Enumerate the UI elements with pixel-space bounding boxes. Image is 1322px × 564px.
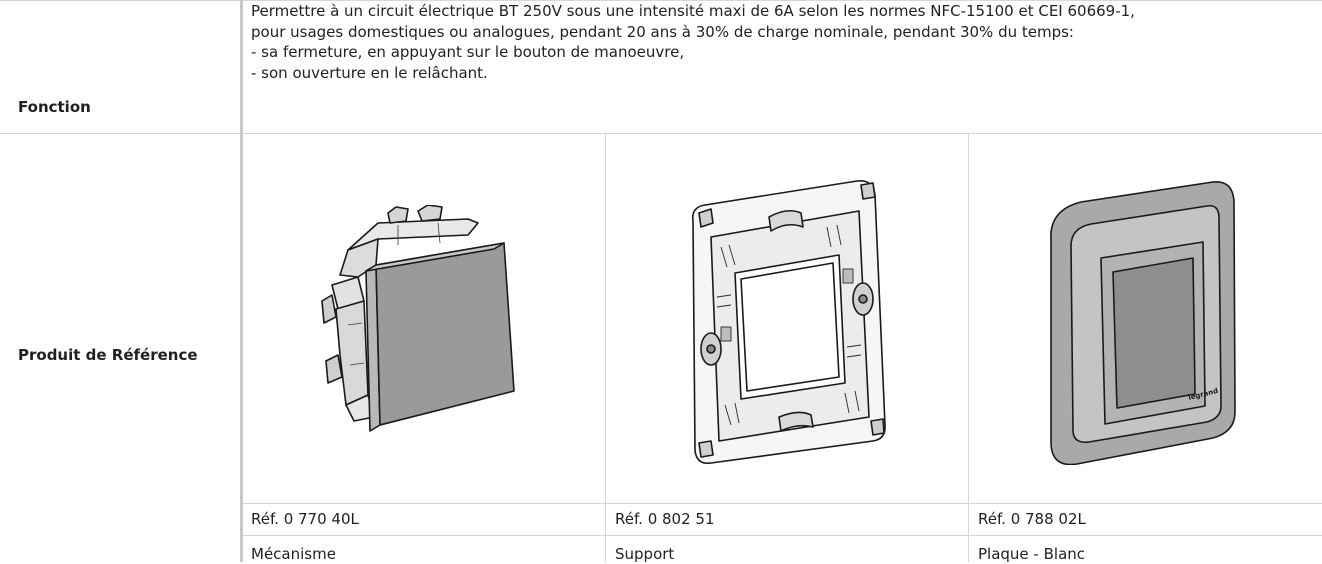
table-top-border xyxy=(0,0,1322,1)
column-divider-3 xyxy=(968,134,969,562)
fonction-line-2: pour usages domestiques ou analogues, pe… xyxy=(251,22,1074,41)
ref-mechanism: Réf. 0 770 40L xyxy=(251,510,359,528)
name-row-divider xyxy=(243,535,1322,536)
label-column-divider xyxy=(240,0,243,562)
column-divider-2 xyxy=(605,134,606,562)
produit-label: Produit de Référence xyxy=(18,346,198,364)
name-mechanism: Mécanisme xyxy=(251,545,336,563)
fonction-label: Fonction xyxy=(18,98,91,116)
name-support: Support xyxy=(615,545,675,563)
row-divider xyxy=(0,133,1322,134)
fonction-line-1: Permettre à un circuit électrique BT 250… xyxy=(251,2,1135,20)
mechanism-image xyxy=(321,205,515,432)
fonction-line-4: - son ouverture en le relâchant. xyxy=(251,63,488,82)
support-image xyxy=(691,179,886,465)
plate-image: legrand xyxy=(1050,181,1236,465)
ref-row-divider xyxy=(243,503,1322,504)
ref-support: Réf. 0 802 51 xyxy=(615,510,715,528)
name-plate: Plaque - Blanc xyxy=(978,545,1086,563)
fonction-description: Permettre à un circuit électrique BT 250… xyxy=(251,1,1321,83)
ref-plate: Réf. 0 788 02L xyxy=(978,510,1086,528)
fonction-line-3: - sa fermeture, en appuyant sur le bouto… xyxy=(251,43,685,61)
